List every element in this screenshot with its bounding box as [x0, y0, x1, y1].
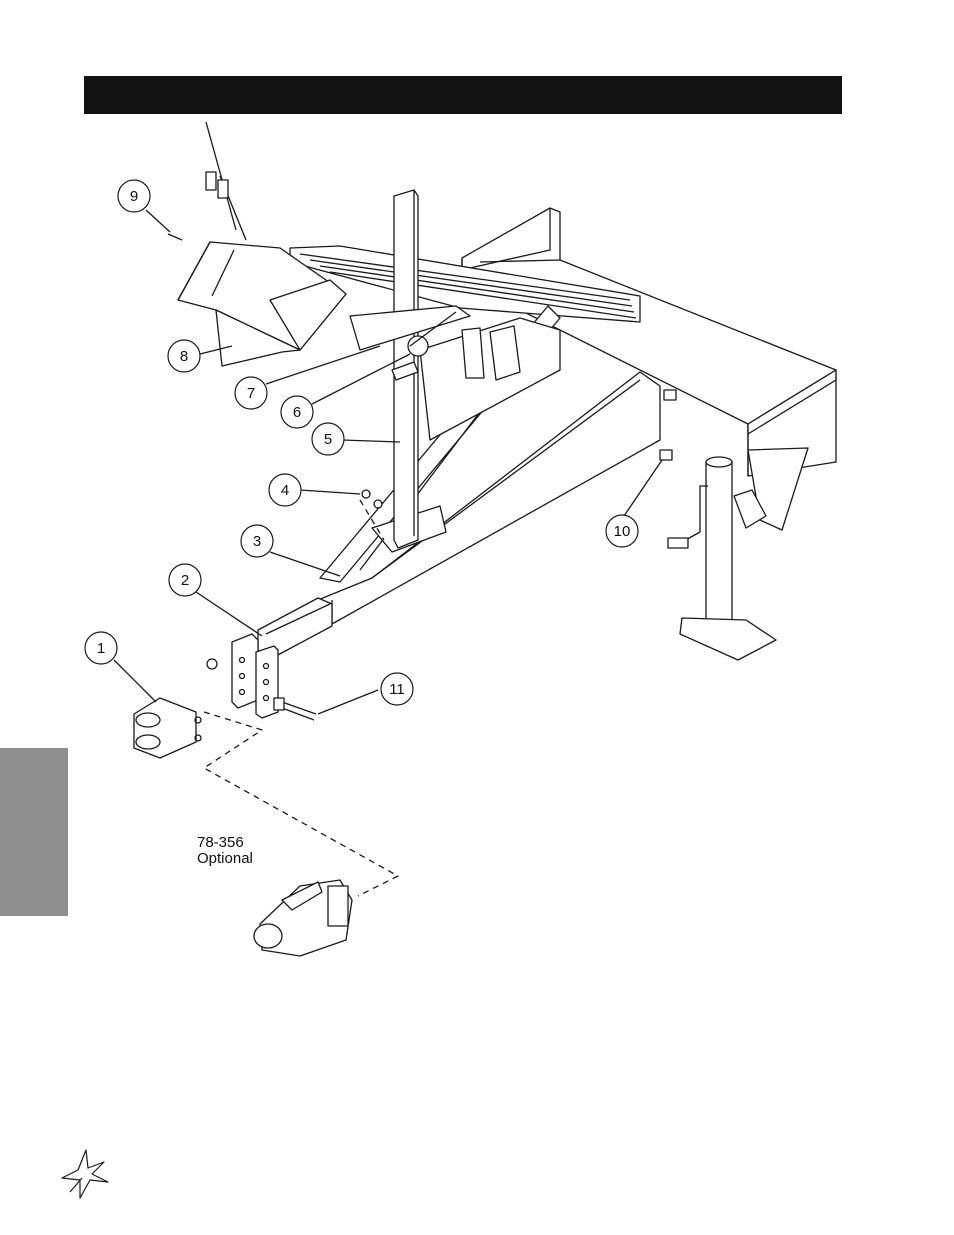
callout-3: 3	[241, 525, 273, 557]
mast-bolts	[362, 490, 382, 508]
callout-7: 7	[235, 377, 267, 409]
hitch-nut	[207, 659, 217, 669]
mast-tube	[392, 190, 418, 548]
optional-part-number: 78-356	[197, 835, 253, 851]
svg-text:7: 7	[247, 385, 255, 402]
handle-screw	[168, 234, 182, 240]
hitch-plates	[232, 634, 278, 718]
svg-text:10: 10	[614, 523, 631, 540]
svg-text:5: 5	[324, 431, 332, 448]
svg-text:6: 6	[293, 404, 301, 421]
svg-text:2: 2	[181, 572, 189, 589]
optional-part-text: Optional	[197, 851, 253, 867]
callout-6: 6	[281, 396, 313, 428]
brand-logo-icon	[58, 1148, 110, 1200]
control-box	[178, 122, 346, 366]
svg-text:4: 4	[281, 482, 289, 499]
ball-coupler	[254, 880, 352, 956]
callout-10: 10	[606, 515, 638, 547]
callout-2: 2	[169, 564, 201, 596]
callout-5: 5	[312, 423, 344, 455]
svg-text:3: 3	[253, 533, 261, 550]
optional-part-label: 78-356 Optional	[197, 835, 253, 867]
callout-1: 1	[85, 632, 117, 664]
svg-text:1: 1	[97, 640, 105, 657]
callout-11: 11	[381, 673, 413, 705]
svg-text:9: 9	[130, 188, 138, 205]
frame-bolts	[660, 390, 676, 460]
callout-9: 9	[118, 180, 150, 212]
svg-text:8: 8	[180, 348, 188, 365]
callout-4: 4	[269, 474, 301, 506]
hitch-bolt	[274, 698, 316, 720]
clevis-hitch	[134, 698, 201, 758]
callout-8: 8	[168, 340, 200, 372]
svg-text:11: 11	[389, 681, 405, 698]
